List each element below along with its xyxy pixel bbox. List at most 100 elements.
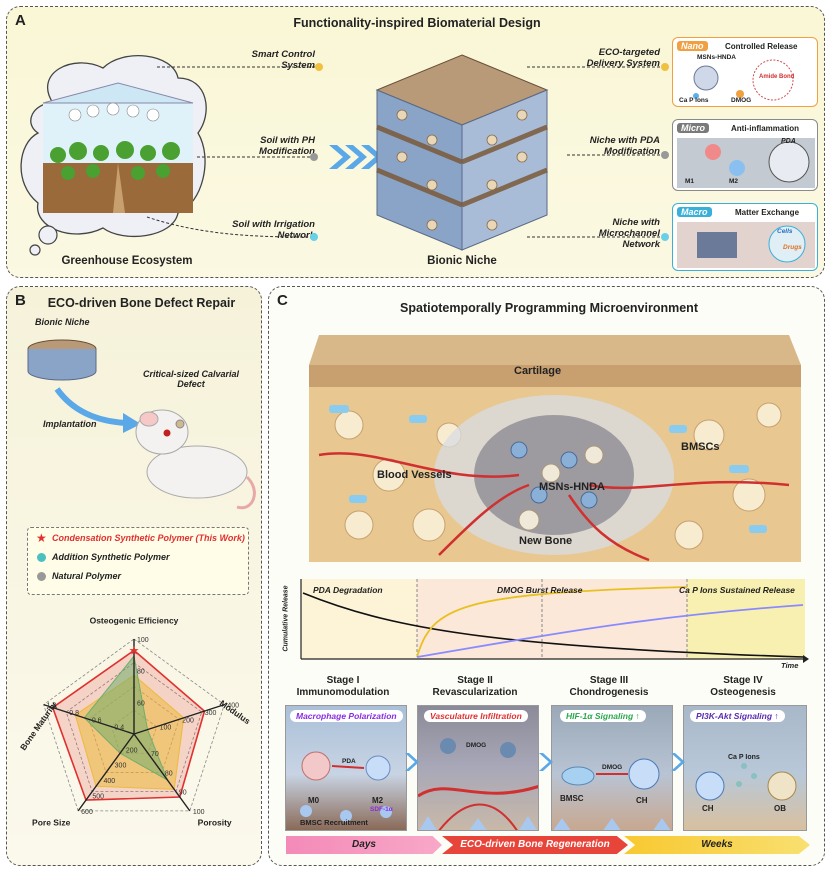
- radar-tick-1-2: 300: [205, 710, 217, 717]
- phase-capions: Ca P Ions Sustained Release: [679, 585, 795, 595]
- radar-label-3: Pore Size: [32, 818, 71, 828]
- nano-amide: Amide Bond: [759, 74, 795, 80]
- implantation-illustration: [27, 339, 256, 510]
- nano-illustration: [693, 59, 794, 101]
- nano-tag: Nano: [677, 41, 708, 51]
- radar-label-4: Bone Maturity: [18, 700, 59, 752]
- stage-1-pda: PDA: [342, 758, 356, 765]
- label-blood-vessels: Blood Vessels: [377, 469, 452, 481]
- macro-tag: Macro: [677, 207, 712, 217]
- radar-tick-1-1: 200: [182, 717, 194, 724]
- stage-4-num: Stage IV: [723, 675, 763, 686]
- stage-4-image: PI3K-Akt Signaling ↑ Ca P Ions CH OB: [683, 705, 807, 831]
- legend-natural: Natural Polymer: [52, 571, 122, 581]
- radar-tick-3-3: 500: [92, 793, 104, 800]
- micro-illustration: [677, 138, 815, 188]
- radar-tick-1-0: 100: [160, 725, 172, 732]
- stage-3-cells: [553, 758, 671, 830]
- stage-1-num: Stage I: [326, 675, 360, 686]
- star-icon: ★: [36, 531, 47, 545]
- panel-a-letter: A: [15, 12, 26, 29]
- stage-1-tag: Macrophage Polarization: [290, 710, 403, 722]
- radar-tick-0-2: 100: [137, 637, 149, 644]
- radar-chart: 60 80 100 Osteogenic Efficiency 100 200 300 400…: [18, 616, 252, 828]
- stage-2-name: Revascularization: [432, 687, 518, 698]
- stage-4-cells: [695, 763, 797, 801]
- greenhouse-caption: Greenhouse Ecosystem: [61, 255, 193, 267]
- radar-tick-2-1: 80: [165, 770, 173, 777]
- radar-tick-2-3: 100: [193, 809, 205, 816]
- phase-dmog: DMOG Burst Release: [497, 585, 583, 595]
- radar-tick-3-2: 400: [103, 778, 115, 785]
- radar-tick-3-4: 600: [81, 809, 93, 816]
- nano-msns: MSNs-HNDA: [697, 54, 736, 61]
- radar-tick-0-0: 60: [137, 700, 145, 707]
- stage-3-num: Stage III: [589, 675, 629, 686]
- micro-tag: Micro: [677, 123, 710, 133]
- stage-3-name: Chondrogenesis: [569, 687, 649, 698]
- bionic-niche-caption: Bionic Niche: [427, 255, 497, 267]
- macro-illustration: [677, 222, 815, 268]
- stage-1-cells: [300, 751, 392, 822]
- stage-1-m2: M2: [372, 796, 384, 805]
- release-ylabel-box: Cumulative Release: [279, 585, 293, 657]
- radar-tick-1-3: 400: [227, 703, 239, 710]
- micro-m2: M2: [729, 178, 739, 185]
- radar-label-0: Osteogenic Efficiency: [90, 616, 179, 626]
- stage-2-vessels: [418, 738, 538, 830]
- release-xlabel: Time: [781, 661, 799, 670]
- radar-tick-3-0: 200: [126, 747, 138, 754]
- stage-1-name: Immunomodulation: [296, 687, 390, 698]
- radar-axis-4: [43, 703, 135, 735]
- micro-box: Micro Anti-inflammation PDA M1 M2: [672, 119, 818, 191]
- bionic-niche-scaffold: [375, 54, 549, 251]
- stage-2-dmog: DMOG: [466, 742, 487, 749]
- stage-3-bmsc: BMSC: [560, 794, 584, 803]
- defect-label: Critical-sized Calvarial Defect: [142, 369, 240, 389]
- greenhouse-illustration: [20, 55, 207, 256]
- release-ylabel: Cumulative Release: [282, 585, 290, 652]
- phase-pda: PDA Degradation: [313, 585, 383, 595]
- stage-2-num: Stage II: [457, 675, 493, 686]
- release-chart: [300, 579, 809, 663]
- radar-star-icon: ★: [129, 643, 140, 657]
- stage-3-ch: CH: [636, 796, 648, 805]
- micro-title: Anti-inflammation: [731, 124, 799, 133]
- radar-tick-3-1: 300: [115, 763, 127, 770]
- stage-3-dmog: DMOG: [602, 764, 623, 771]
- label-bmscs: BMSCs: [681, 441, 720, 453]
- timeline-eco: ECO-driven Bone Regeneration: [442, 836, 628, 854]
- stage-4: Stage IV Osteogenesis: [683, 675, 803, 699]
- stage-3-image: HIF-1α Signaling ↑ DMOG BMSC CH: [551, 705, 673, 831]
- radar-axis-2: [133, 733, 191, 812]
- panel-b-title: ECO-driven Bone Defect Repair: [47, 296, 236, 310]
- implantation-label: Implantation: [43, 419, 97, 429]
- stage-1: Stage I Immunomodulation: [283, 675, 403, 699]
- radar-tick-4-0: 0.4: [114, 725, 124, 732]
- panel-a-connectors: [146, 63, 669, 241]
- radar-axis-1: [133, 703, 225, 735]
- radar-tick-4-3: 1.0: [47, 703, 57, 710]
- nano-dmog: DMOG: [731, 97, 752, 104]
- panel-a-title: Functionality-inspired Biomaterial Desig…: [293, 16, 541, 30]
- radar-label-2: Porosity: [198, 818, 232, 828]
- radar-series-0: [51, 649, 206, 801]
- label-smart-control: Smart Control System: [251, 49, 315, 71]
- legend-condensation: Condensation Synthetic Polymer (This Wor…: [52, 533, 245, 543]
- radar-axis-3: [77, 733, 135, 812]
- label-soil-ph: Soil with PH Modification: [259, 135, 315, 157]
- macro-box: Macro Matter Exchange Cells Drugs: [672, 203, 818, 271]
- label-soil-irrigation: Soil with Irrigation Network: [232, 219, 315, 241]
- stage-1-recruit: BMSC Recruitment: [300, 818, 368, 827]
- tissue-block-illustration: [309, 335, 801, 562]
- radar-tick-0-1: 80: [137, 669, 145, 676]
- timeline-weeks: Weeks: [624, 836, 810, 854]
- radar-tick-2-2: 90: [179, 790, 187, 797]
- macro-drugs: Drugs: [783, 244, 802, 251]
- label-msns-hnda: MSNs-HNDA: [539, 481, 605, 493]
- stage-4-tag: PI3K-Akt Signaling ↑: [690, 710, 785, 722]
- stage-4-ions: Ca P Ions: [728, 754, 760, 761]
- panel-b: B ECO-driven Bone Defect Repair Bionic N…: [6, 286, 262, 866]
- stage-1-image: Macrophage Polarization PDA M0 M2 SDF-1α…: [285, 705, 407, 831]
- stage-3: Stage III Chondrogenesis: [549, 675, 669, 699]
